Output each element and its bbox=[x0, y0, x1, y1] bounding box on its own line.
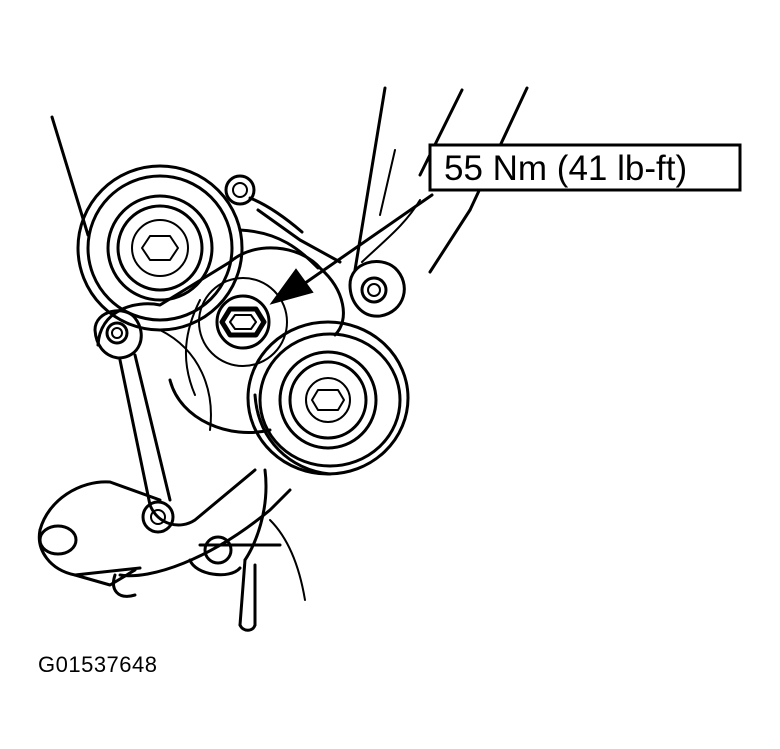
torque-callout-text: 55 Nm (41 lb-ft) bbox=[444, 149, 687, 188]
upper-idler-pulley bbox=[76, 164, 244, 332]
torque-callout: 55 Nm (41 lb-ft) bbox=[428, 143, 742, 192]
figure-id: G01537648 bbox=[38, 652, 158, 677]
tensioner-pulley bbox=[246, 320, 410, 476]
tensioner-bracket bbox=[93, 174, 406, 565]
torque-callout-arrow bbox=[269, 193, 434, 305]
tensioner-pivot-bolt bbox=[198, 277, 288, 367]
lower-mount-bracket bbox=[37, 468, 306, 632]
